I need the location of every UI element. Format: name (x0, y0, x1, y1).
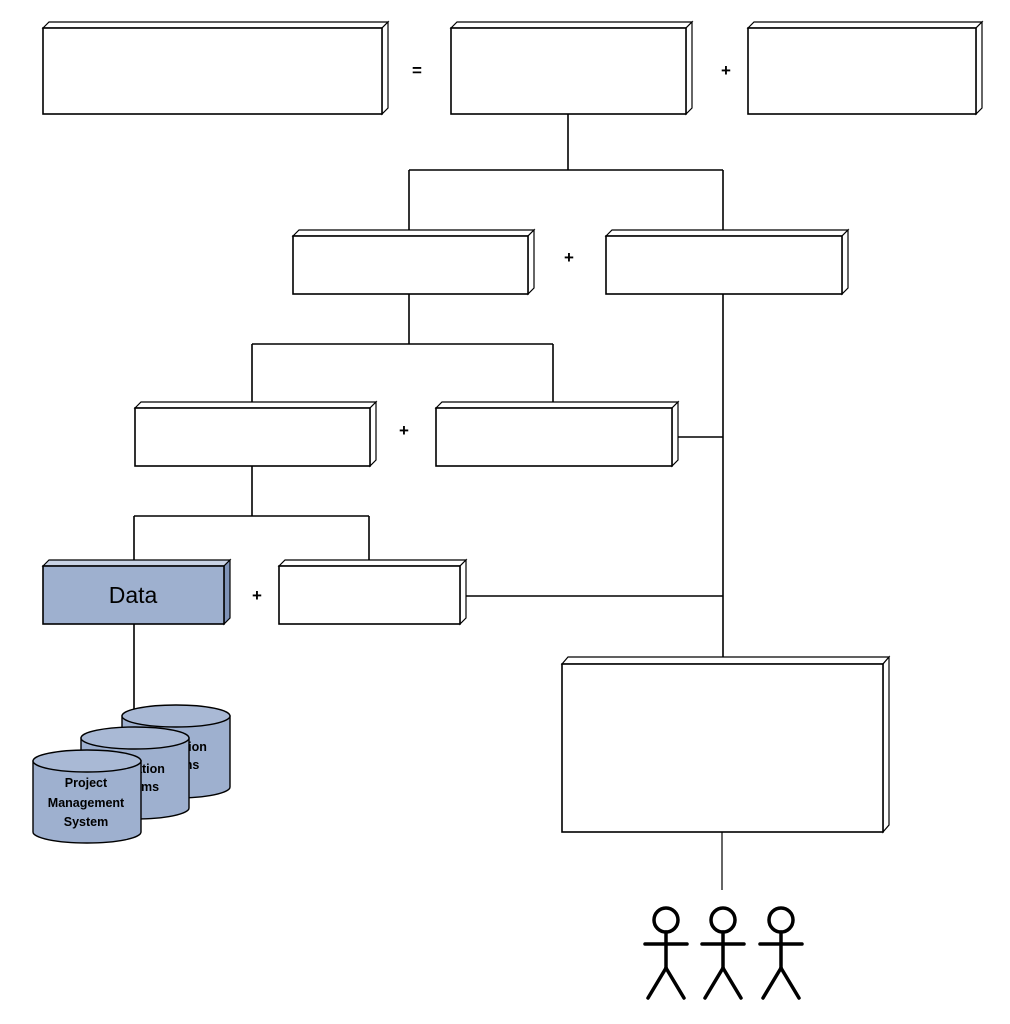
database-label: Management (48, 796, 125, 810)
database-cylinder-front: Project Management System (32, 749, 142, 844)
box-top-right (746, 20, 984, 116)
box-level3-right (434, 400, 680, 468)
data-box: Data (41, 558, 232, 626)
users-group (643, 906, 804, 1000)
database-label: ms (141, 780, 159, 794)
plus-operator: + (399, 421, 409, 440)
box-level2-left (291, 228, 536, 296)
plus-operator: + (564, 248, 574, 267)
database-label: ation (135, 762, 165, 776)
plus-operator: + (252, 586, 262, 605)
person-icon (758, 906, 804, 1000)
equals-operator: = (412, 61, 422, 80)
plus-operator: + (721, 61, 731, 80)
box-level3-left (133, 400, 378, 468)
database-label: System (64, 815, 108, 829)
data-label: Data (109, 582, 158, 608)
connectors (133, 114, 724, 890)
person-icon (643, 906, 689, 1000)
box-top-left (41, 20, 390, 116)
box-level2-right (604, 228, 850, 296)
box-level4-right (277, 558, 468, 626)
database-label: Project (65, 776, 108, 790)
box-top-middle (449, 20, 694, 116)
box-large (560, 655, 891, 834)
person-icon (700, 906, 746, 1000)
